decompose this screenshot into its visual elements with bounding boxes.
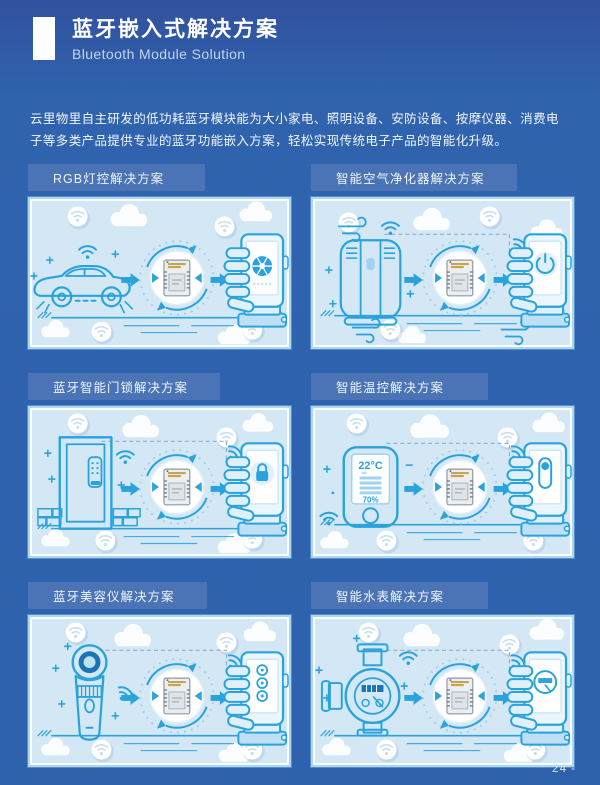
wifi-icon [380,221,400,237]
arrow-right-icon [121,273,140,287]
wifi-icon [78,245,97,260]
wifi-icon [115,450,135,465]
badge-icon [375,529,400,555]
beauty-instrument-illustration [37,621,289,764]
bluetooth-module-icon [422,658,498,734]
door-lock-icon [44,436,135,530]
humidity-reading: 70% [363,495,379,504]
hand-holding-phone-icon [506,651,572,746]
hand-holding-phone-icon [506,442,572,537]
header-accent-bar [33,17,55,60]
badge-icon [345,412,370,438]
temperature-reading: 22°C [358,460,382,472]
buttons-screen-icon [256,664,269,702]
badge-icon [215,631,240,657]
wind-icon [351,317,381,344]
connection-path [105,649,228,673]
toggle-screen-icon [538,457,553,489]
bluetooth-module-icon [422,449,498,525]
arrow-right-icon [404,691,423,705]
badge-icon [90,738,115,764]
badge-icon [64,621,89,647]
badge-icon [213,215,238,241]
badge-icon [66,412,91,438]
badge-icon [90,320,115,346]
solution-label: 智能水表解决方案 [311,582,488,609]
intro-text: 云里物里自主研发的低功耗蓝牙模块能为大小家电、照明设备、安防设备、按摩仪器、消费… [30,112,559,148]
solution-label: 智能空气净化器解决方案 [311,164,517,191]
water-meter-illustration [315,618,572,764]
solution-label: 智能温控解决方案 [311,373,488,400]
solution-panel [311,615,574,767]
bluetooth-module-icon [139,240,215,316]
hand-holding-phone-icon [223,233,289,328]
page-header: 蓝牙嵌入式解决方案 Bluetooth Module Solution [0,0,600,79]
arrow-right-icon [404,273,423,287]
solution-panel: 22°C 70% [311,406,574,558]
thermostat-icon: 22°C 70% [319,446,414,528]
beauty-device-icon [52,642,136,741]
wifi-icon [398,651,418,666]
connection-path [384,233,511,257]
badge-icon [478,205,503,231]
solution-panel [28,406,291,558]
air-purifier-illustration [320,205,572,346]
hand-holding-phone-icon [223,651,289,746]
color-wheel-screen-icon [252,256,273,286]
badge-icon [357,621,382,647]
bluetooth-module-icon [139,449,215,525]
solution-label: 蓝牙智能门锁解决方案 [28,373,221,400]
connection-path [101,440,228,464]
solution-cell-air-purifier: 智能空气净化器解决方案 [311,164,574,349]
arrow-right-icon [404,482,423,496]
water-meter-icon [315,634,418,737]
solution-cell-rgb-light: RGB灯控解决方案 [28,164,291,349]
connection-path [386,442,511,466]
badge-icon [338,211,362,237]
badge-icon [375,738,400,764]
page-number: 24 - [552,763,576,775]
badge-icon [379,318,404,344]
air-purifier-icon [325,221,415,326]
car-icon [30,245,134,314]
solution-cell-thermostat: 智能温控解决方案 22°C [311,373,574,558]
solution-panel [28,197,291,349]
door-lock-illustration [37,412,289,555]
badge-icon [94,529,119,555]
hand-holding-phone-icon [223,442,289,537]
thermostat-illustration: 22°C 70% [319,412,572,555]
rgb-light-illustration [30,201,289,346]
solution-label: 蓝牙美容仪解决方案 [28,582,207,609]
page-subtitle: Bluetooth Module Solution [72,46,246,63]
hand-holding-phone-icon [506,233,572,328]
badge-icon [66,205,91,231]
meter-screen-icon [533,670,558,694]
bluetooth-module-icon [422,240,498,316]
bluetooth-module-icon [139,658,215,734]
page-title: 蓝牙嵌入式解决方案 [72,18,279,41]
solution-cell-beauty: 蓝牙美容仪解决方案 [28,582,291,767]
solution-label: RGB灯控解决方案 [28,164,205,191]
power-screen-icon [533,252,558,276]
wifi-icon [319,511,339,527]
lock-screen-icon [250,461,275,485]
solution-panel [28,615,291,767]
badge-icon [498,633,523,659]
solution-cell-water-meter: 智能水表解决方案 [311,582,574,767]
solutions-grid: RGB灯控解决方案 [0,164,600,767]
solution-cell-door-lock: 蓝牙智能门锁解决方案 [28,373,291,558]
solution-panel [311,197,574,349]
brick-wall-icon [37,508,141,527]
